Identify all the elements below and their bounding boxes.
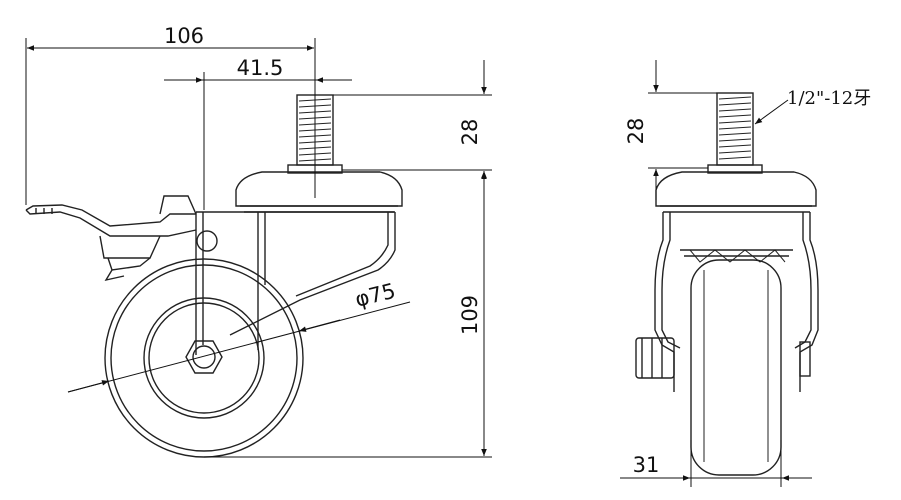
dim-total-height: 109 [458,295,482,335]
front-view [635,92,819,476]
dim-offset: 41.5 [237,56,284,80]
front-wheel [690,259,782,476]
front-fork [654,211,819,392]
side-wheel [104,258,304,458]
fork-bracket [195,211,396,355]
axle-nut [185,340,223,374]
front-dimension-lines [620,60,812,487]
side-view [25,94,403,458]
side-dimension-lines [25,38,492,458]
brake-lever [25,195,197,282]
dim-overall-length: 106 [164,24,204,48]
front-axle-nut [635,337,811,379]
front-dim-wheel-width: 31 [633,453,660,477]
front-threaded-stem [707,92,763,174]
dim-stem-height: 28 [458,119,482,146]
thread-spec-note: 1/2"-12牙 [787,88,871,109]
front-dim-stem-height: 28 [624,118,648,145]
front-swivel-cap [655,171,817,207]
swivel-cap [235,171,403,213]
